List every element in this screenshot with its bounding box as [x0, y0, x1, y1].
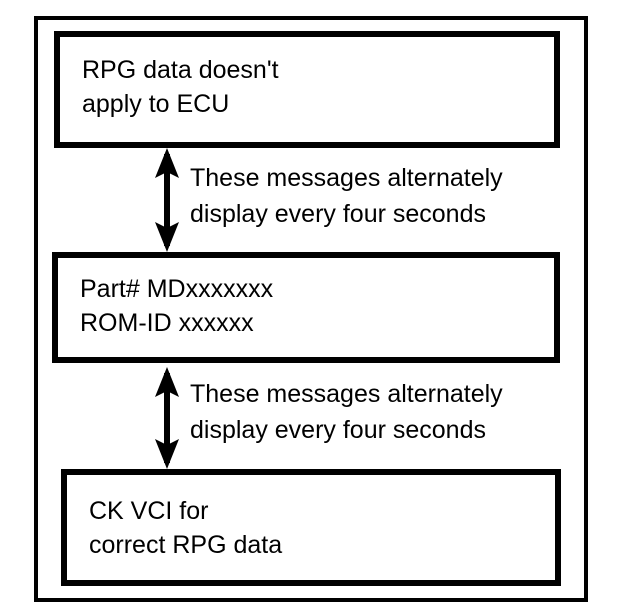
connector-note-1: These messages alternately display every… [190, 164, 503, 228]
part-rom-id-message-box: Part# MDxxxxxxx ROM-ID xxxxxx [52, 252, 560, 363]
check-vci-message-text: CK VCI for correct RPG data [89, 497, 283, 559]
rpg-data-message-text: RPG data doesn't apply to ECU [82, 56, 279, 118]
connector-box2-box3: These messages alternately display every… [148, 367, 588, 469]
part-rom-id-message-text: Part# MDxxxxxxx ROM-ID xxxxxx [80, 275, 274, 337]
connector-box1-box2: These messages alternately display every… [148, 148, 588, 252]
outer-frame [34, 16, 588, 602]
double-headed-vertical-arrow-icon [155, 367, 179, 469]
double-headed-vertical-arrow-icon [155, 148, 179, 252]
rpg-data-message-box: RPG data doesn't apply to ECU [54, 31, 560, 148]
connector-note-2: These messages alternately display every… [190, 380, 503, 444]
check-vci-message-box: CK VCI for correct RPG data [61, 469, 561, 586]
